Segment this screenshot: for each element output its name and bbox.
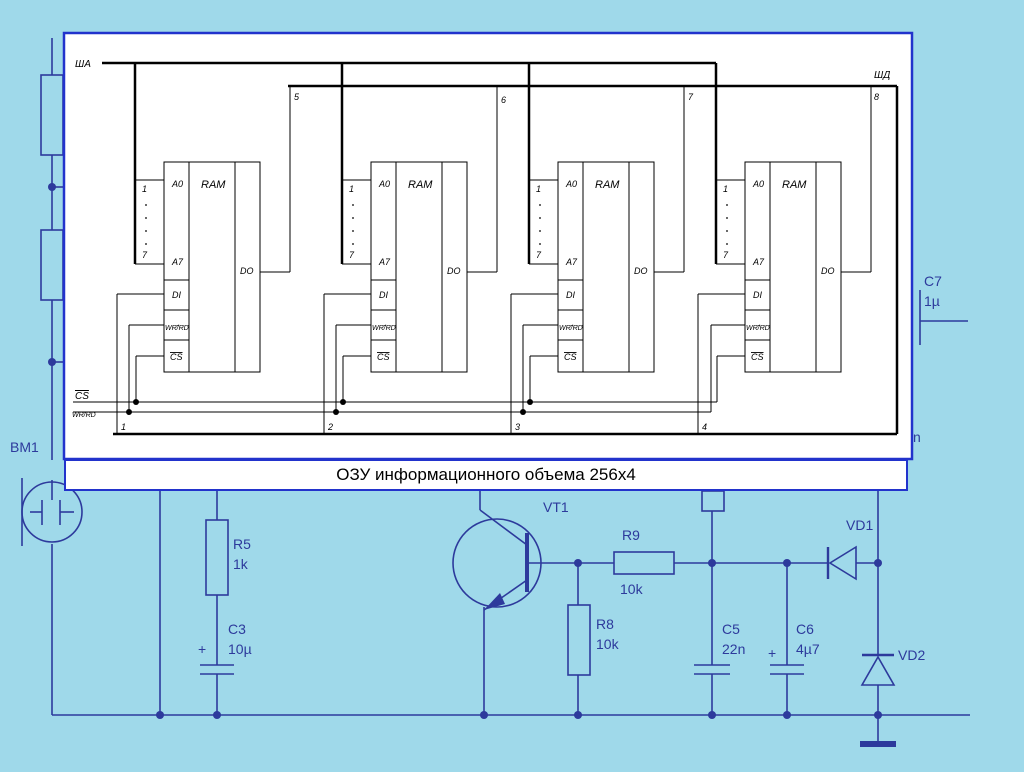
- vd1-label: VD1: [846, 517, 873, 533]
- ground-symbol: [860, 741, 896, 747]
- vd2-label: VD2: [898, 647, 925, 663]
- chip-pin-first: 1: [723, 184, 728, 194]
- ram-chip: A0 RAM A7 1 7 DO DI WR/RD CS 8 4: [697, 63, 879, 434]
- r8-label: R8: [596, 616, 614, 632]
- vt1-label: VT1: [543, 499, 569, 515]
- bm1-label: BM1: [10, 439, 39, 455]
- c5-label: C5: [722, 621, 740, 637]
- ram-diagram: ША ШД CS WR/RD A0 RAM A7 1 7: [72, 59, 899, 436]
- diagram-caption: ОЗУ информационного объема 256x4: [64, 459, 908, 491]
- chip-cs-label: CS: [564, 352, 577, 362]
- resistor-mid-left: [40, 229, 64, 301]
- chip-index-label: 2: [327, 422, 333, 432]
- resistor-r8: [567, 604, 591, 676]
- ram-diagram-frame: [62, 31, 914, 461]
- chip-ram-label: RAM: [595, 179, 620, 191]
- chip-ram-label: RAM: [782, 179, 807, 191]
- chip-cs-label: CS: [751, 352, 764, 362]
- c3-value: 10µ: [228, 641, 252, 657]
- chip-index-label: 1: [121, 422, 126, 432]
- cs-signal-label: CS: [75, 391, 89, 402]
- partial-label: n: [913, 429, 921, 445]
- chip-cs-label: CS: [170, 352, 183, 362]
- c3-label: C3: [228, 621, 246, 637]
- chip-do-label: DO: [447, 266, 461, 276]
- chip-a7-label: A7: [171, 257, 184, 267]
- ram-chip: A0 RAM A7 1 7 DO DI WR/RD CS 6 2: [323, 63, 506, 434]
- resistor-r9: [613, 551, 675, 575]
- c7-value: 1µ: [924, 293, 940, 309]
- chip-pin-last: 7: [349, 250, 355, 260]
- chip-wr-rd-label: WR/RD: [372, 325, 396, 332]
- ram-chip-body: [744, 161, 842, 373]
- chip-di-label: DI: [566, 290, 575, 300]
- chip-a7-label: A7: [752, 257, 765, 267]
- chip-ram-label: RAM: [408, 179, 433, 191]
- chip-pin-last: 7: [723, 250, 729, 260]
- r8-value: 10k: [596, 636, 620, 652]
- r9-label: R9: [622, 527, 640, 543]
- r9-value: 10k: [620, 581, 644, 597]
- chip-do-label: DO: [240, 266, 254, 276]
- chip-di-label: DI: [172, 290, 181, 300]
- chip-a0-label: A0: [378, 179, 390, 189]
- chip-pin-first: 1: [349, 184, 354, 194]
- ram-chip: A0 RAM A7 1 7 DO DI WR/RD CS 5 1: [116, 63, 300, 434]
- c3-plus: +: [198, 641, 206, 657]
- chip-index-label: 3: [515, 422, 520, 432]
- address-bus-label: ША: [75, 59, 91, 70]
- c6-label: C6: [796, 621, 814, 637]
- chip-wr-rd-label: WR/RD: [746, 325, 770, 332]
- chip-a0-label: A0: [171, 179, 183, 189]
- ram-chip-body: [163, 161, 261, 373]
- ram-chip-body: [370, 161, 468, 373]
- ram-chip-body: [557, 161, 655, 373]
- r5-label: R5: [233, 536, 251, 552]
- chip-cs-label: CS: [377, 352, 390, 362]
- chip-pin-first: 1: [142, 184, 147, 194]
- chip-do-label: DO: [821, 266, 835, 276]
- chip-a7-label: A7: [378, 257, 391, 267]
- chip-wr-rd-label: WR/RD: [165, 325, 189, 332]
- chip-di-label: DI: [753, 290, 762, 300]
- c6-plus: +: [768, 645, 776, 661]
- background-schematic: BM1 R5 1k + C3 10µ VT1: [10, 38, 970, 747]
- resistor-r5: [205, 519, 229, 596]
- chip-di-label: DI: [379, 290, 388, 300]
- chip-do-label: DO: [634, 266, 648, 276]
- c6-value: 4µ7: [796, 641, 820, 657]
- chip-data-line-label: 6: [501, 95, 506, 105]
- resistor-top-left: [40, 74, 64, 156]
- ram-chip: A0 RAM A7 1 7 DO DI WR/RD CS 7 3: [510, 63, 694, 434]
- r5-value: 1k: [233, 556, 249, 572]
- chip-data-line-label: 7: [688, 92, 694, 102]
- chip-a7-label: A7: [565, 257, 578, 267]
- caption-text: ОЗУ информационного объема 256x4: [336, 465, 636, 484]
- wr-rd-signal-label: WR/RD: [72, 412, 96, 419]
- chip-a0-label: A0: [752, 179, 764, 189]
- chip-pin-first: 1: [536, 184, 541, 194]
- chip-data-line-label: 8: [874, 92, 879, 102]
- chip-pin-last: 7: [536, 250, 542, 260]
- chip-pin-last: 7: [142, 250, 148, 260]
- c5-value: 22n: [722, 641, 745, 657]
- chip-a0-label: A0: [565, 179, 577, 189]
- chip-wr-rd-label: WR/RD: [559, 325, 583, 332]
- data-bus-label: ШД: [874, 70, 890, 81]
- chip-data-line-label: 5: [294, 92, 300, 102]
- c7-label: C7: [924, 273, 942, 289]
- chip-index-label: 4: [702, 422, 707, 432]
- chip-ram-label: RAM: [201, 179, 226, 191]
